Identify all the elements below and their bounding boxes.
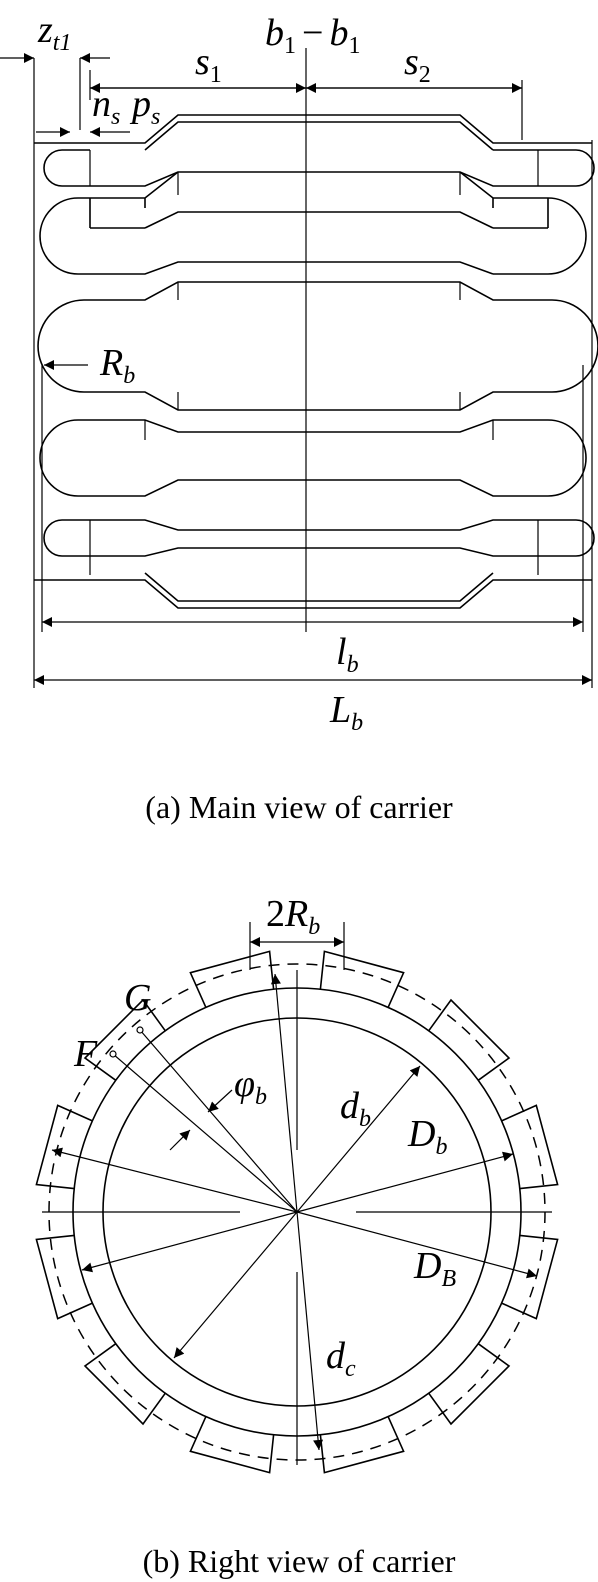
slot-2-bottom	[90, 261, 494, 275]
carrier-notch	[83, 998, 166, 1081]
carrier-notch	[83, 1343, 166, 1426]
slot-4-bottom	[90, 479, 548, 497]
Lb-label: Lb	[329, 689, 363, 736]
carrier-notch	[501, 1234, 559, 1320]
dc-arrow	[296, 1211, 324, 1451]
s2-label: s2	[404, 41, 431, 88]
slot-5-bottom	[90, 547, 548, 557]
slot-4-top	[90, 419, 548, 433]
db-arrow-inward	[173, 1211, 298, 1359]
phi-label: φb	[234, 1063, 267, 1110]
slot-2-top	[144, 211, 494, 229]
main-view-caption: (a) Main view of carrier	[145, 789, 453, 825]
zt1-label: zt1	[37, 9, 71, 56]
ns-label: ns	[92, 83, 120, 130]
carrier-notch	[428, 1343, 511, 1426]
ps-label: ps	[129, 83, 160, 130]
carrier-notch	[428, 998, 511, 1081]
slot-4-left-end	[39, 419, 90, 497]
phi-arrow-2	[169, 1129, 191, 1151]
Db-arrow	[296, 1151, 514, 1213]
carrier-notch	[35, 1234, 93, 1320]
carrier-notch	[189, 950, 275, 1008]
slot-3-left-end	[37, 299, 90, 393]
section-label: b1−b1	[265, 12, 360, 59]
rb-radial-arrow	[270, 973, 298, 1213]
2rb-label: 2Rb	[266, 893, 320, 940]
lb-label: lb	[336, 631, 359, 678]
F-label: F	[73, 1033, 98, 1075]
carrier-notch	[319, 950, 405, 1008]
slot-3-bottom	[90, 391, 548, 411]
slot-4-right-end	[547, 419, 587, 497]
carrier-notch	[319, 1416, 405, 1474]
rb-label: Rb	[99, 342, 135, 389]
F-point	[109, 1050, 117, 1058]
db-arrow-outward	[296, 1065, 421, 1213]
DB-arrow-opposite	[51, 1147, 298, 1213]
slot-2-edges	[89, 198, 549, 228]
Db-label: Db	[407, 1113, 447, 1160]
G-label: G	[124, 977, 151, 1019]
G-line	[139, 1029, 298, 1213]
carrier-notch	[35, 1104, 93, 1190]
DB-label: DB	[413, 1245, 456, 1292]
carrier-notch	[189, 1416, 275, 1474]
Db-arrow-opposite	[81, 1211, 298, 1273]
top-profile	[34, 114, 592, 144]
right-view: 2Rb G F φb db Db DB dc (b) Right view of…	[35, 893, 559, 1579]
slot-5-left-end	[43, 519, 90, 557]
s1-label: s1	[195, 41, 222, 88]
G-point	[136, 1026, 144, 1034]
slot-5-right-end	[548, 519, 595, 557]
carrier-slot-2	[39, 171, 587, 275]
right-view-caption: (b) Right view of carrier	[143, 1543, 456, 1579]
bottom-profile-inner	[144, 572, 494, 602]
db-label: db	[340, 1085, 371, 1132]
carrier-slot-1	[43, 149, 595, 187]
notches	[35, 950, 559, 1474]
bottom-profile	[34, 579, 592, 609]
DB-arrow	[296, 1211, 538, 1279]
top-profile-inner	[144, 121, 494, 151]
main-view: b1−b1 zt1 ns ps s1 s2 Rb lb Lb (a) Main …	[0, 9, 598, 825]
dc-label: dc	[326, 1335, 356, 1382]
F-line	[112, 1053, 298, 1213]
slot-3-top	[90, 281, 548, 301]
slot-3-right-end	[548, 299, 598, 393]
carrier-notch	[501, 1104, 559, 1190]
phi-arrow-1	[207, 1089, 233, 1113]
slot-5-top	[90, 519, 548, 531]
